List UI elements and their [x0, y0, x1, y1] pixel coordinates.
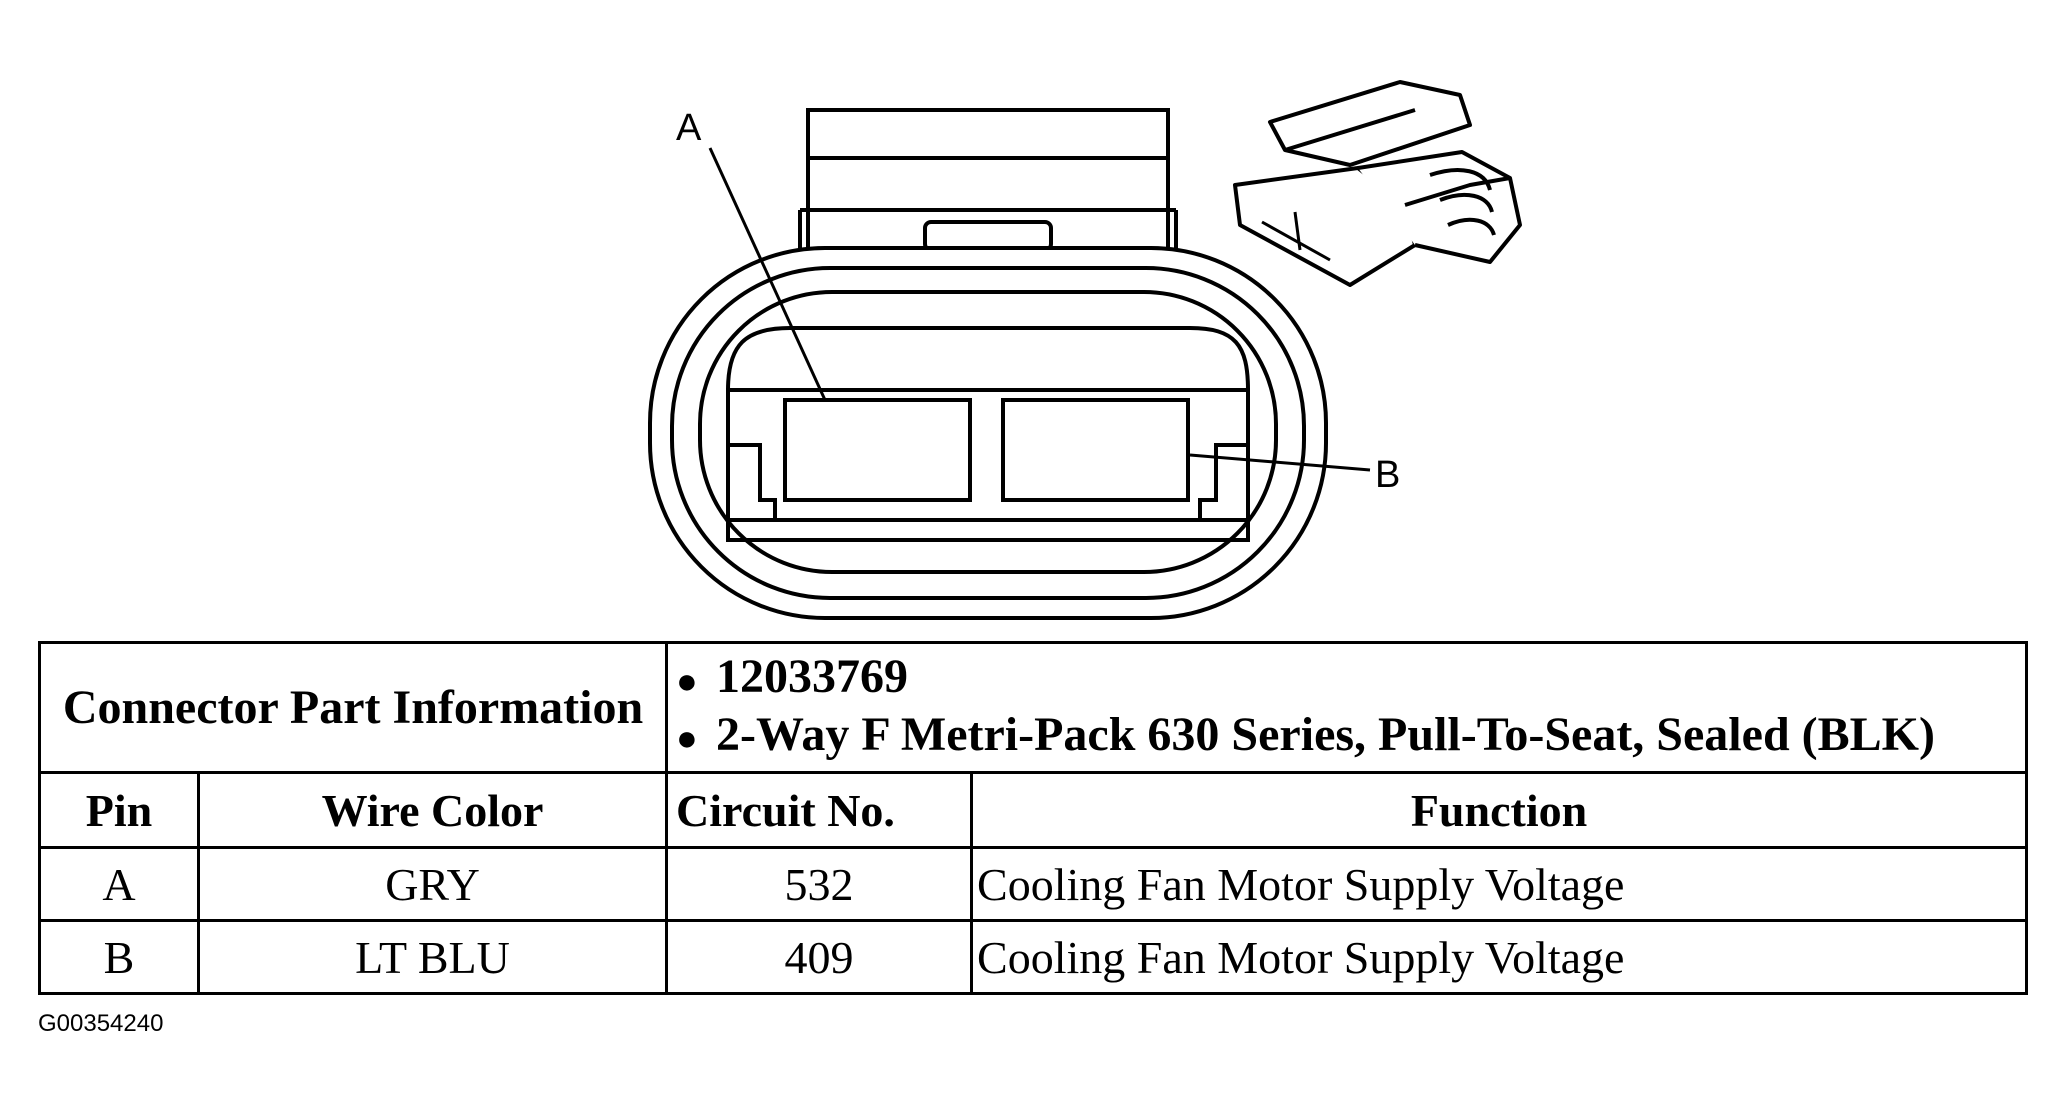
table-row: A GRY 532 Cooling Fan Motor Supply Volta… [38, 846, 2029, 922]
pin-cell: B [38, 919, 200, 995]
pin-a-label: A [676, 107, 702, 149]
circuit-no-cell: 532 [665, 846, 974, 922]
connector-info-label: Connector Part Information [37, 641, 669, 774]
connector-table: Connector Part Information ●12033769 ●2-… [37, 641, 2029, 995]
connector-isometric-view [1233, 80, 1522, 287]
wire-color-cell: LT BLU [196, 919, 669, 995]
header-row: Pin Wire Color Circuit No. Function [38, 771, 2029, 849]
function-cell: Cooling Fan Motor Supply Voltage [970, 846, 2029, 922]
connector-description: 2-Way F Metri-Pack 630 Series, Pull-To-S… [716, 707, 1935, 761]
part-number: 12033769 [716, 649, 909, 703]
outer-shell [648, 246, 1328, 620]
header-wire-color: Wire Color [196, 771, 669, 849]
function-cell: Cooling Fan Motor Supply Voltage [970, 919, 2029, 995]
connector-face-view [648, 108, 1371, 620]
connector-description-item: ●2-Way F Metri-Pack 630 Series, Pull-To-… [676, 707, 1935, 761]
part-number-item: ●12033769 [676, 649, 909, 703]
header-pin: Pin [38, 771, 200, 849]
terminal-b [1001, 398, 1190, 502]
figure-id: G00354240 [38, 1010, 164, 1037]
header-circuit-no: Circuit No. [665, 771, 974, 849]
wire-color-cell: GRY [196, 846, 669, 922]
connector-info-row: Connector Part Information ●12033769 ●2-… [37, 641, 2029, 774]
circuit-no-cell: 409 [665, 919, 974, 995]
terminal-a [783, 398, 972, 502]
header-function: Function [970, 771, 2029, 849]
connector-diagram: A B [648, 80, 1522, 620]
lock-tab [806, 108, 1170, 252]
pin-b-label: B [1375, 454, 1400, 496]
table-row: B LT BLU 409 Cooling Fan Motor Supply Vo… [38, 919, 2029, 995]
pin-cell: A [38, 846, 200, 922]
connector-info-list: ●12033769 ●2-Way F Metri-Pack 630 Series… [665, 641, 2029, 774]
